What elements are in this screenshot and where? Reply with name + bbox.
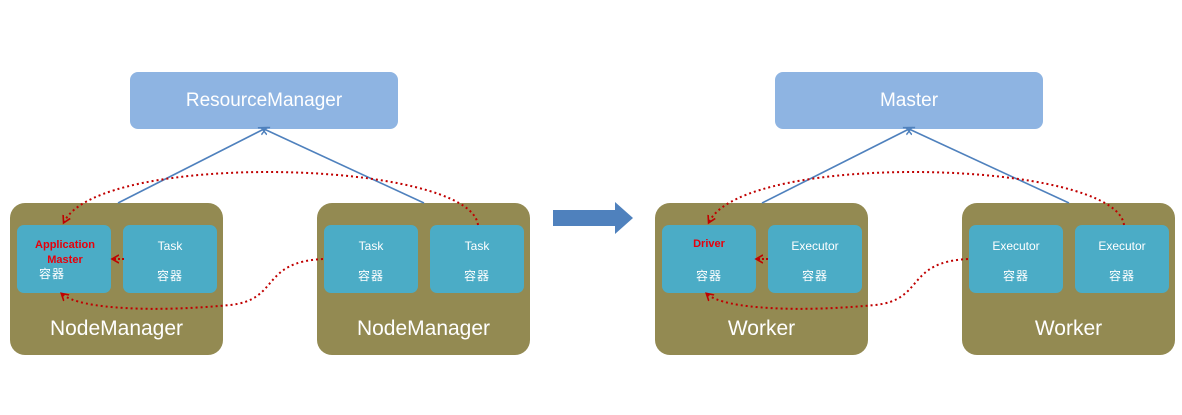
node-manager-label: NodeManager: [49, 317, 184, 340]
transition-arrow: [553, 202, 633, 234]
executor-title: Executor: [992, 239, 1040, 253]
link-line: [264, 129, 425, 204]
container-label: 容器: [695, 269, 722, 283]
application-master-container: Application Master 容器: [17, 225, 111, 293]
link-line: [909, 129, 1070, 204]
executor-container: Executor 容器: [969, 225, 1063, 293]
executor-title: Executor: [1098, 239, 1146, 253]
worker-node-right-b: Executor 容器 Executor 容器 Worker: [962, 203, 1175, 355]
task-container: Task 容器: [123, 225, 217, 293]
link-line: [761, 129, 909, 204]
task-title: Task: [464, 239, 490, 253]
worker-label: Worker: [727, 317, 796, 340]
container-label: 容器: [156, 269, 183, 283]
container-label: 容器: [357, 269, 384, 283]
worker-label: Worker: [1034, 317, 1103, 340]
resource-manager-label: ResourceManager: [185, 89, 343, 111]
master-label: Master: [879, 89, 939, 111]
resource-manager-box: ResourceManager: [130, 72, 398, 129]
node-manager-label: NodeManager: [356, 317, 491, 340]
task-title: Task: [157, 239, 183, 253]
executor-title: Executor: [791, 239, 839, 253]
master-box: Master: [775, 72, 1043, 129]
driver-container: Driver 容器: [662, 225, 756, 293]
task-title: Task: [358, 239, 384, 253]
container-label: 容器: [463, 269, 490, 283]
task-container: Task 容器: [324, 225, 418, 293]
container-label: 容器: [1108, 269, 1135, 283]
node-manager-left-a: Application Master 容器 Task 容器 NodeManage…: [10, 203, 223, 355]
container-label: 容器: [39, 267, 66, 281]
executor-container: Executor 容器: [1075, 225, 1169, 293]
container-label: 容器: [1002, 269, 1029, 283]
driver-title: Driver: [693, 238, 725, 250]
worker-node-right-a: Driver 容器 Executor 容器 Worker: [655, 203, 868, 355]
application-master-title: Application Master: [35, 239, 95, 266]
task-container: Task 容器: [430, 225, 524, 293]
link-line: [117, 129, 264, 204]
executor-container: Executor 容器: [768, 225, 862, 293]
node-manager-left-b: Task 容器 Task 容器 NodeManager: [317, 203, 530, 355]
container-label: 容器: [801, 269, 828, 283]
